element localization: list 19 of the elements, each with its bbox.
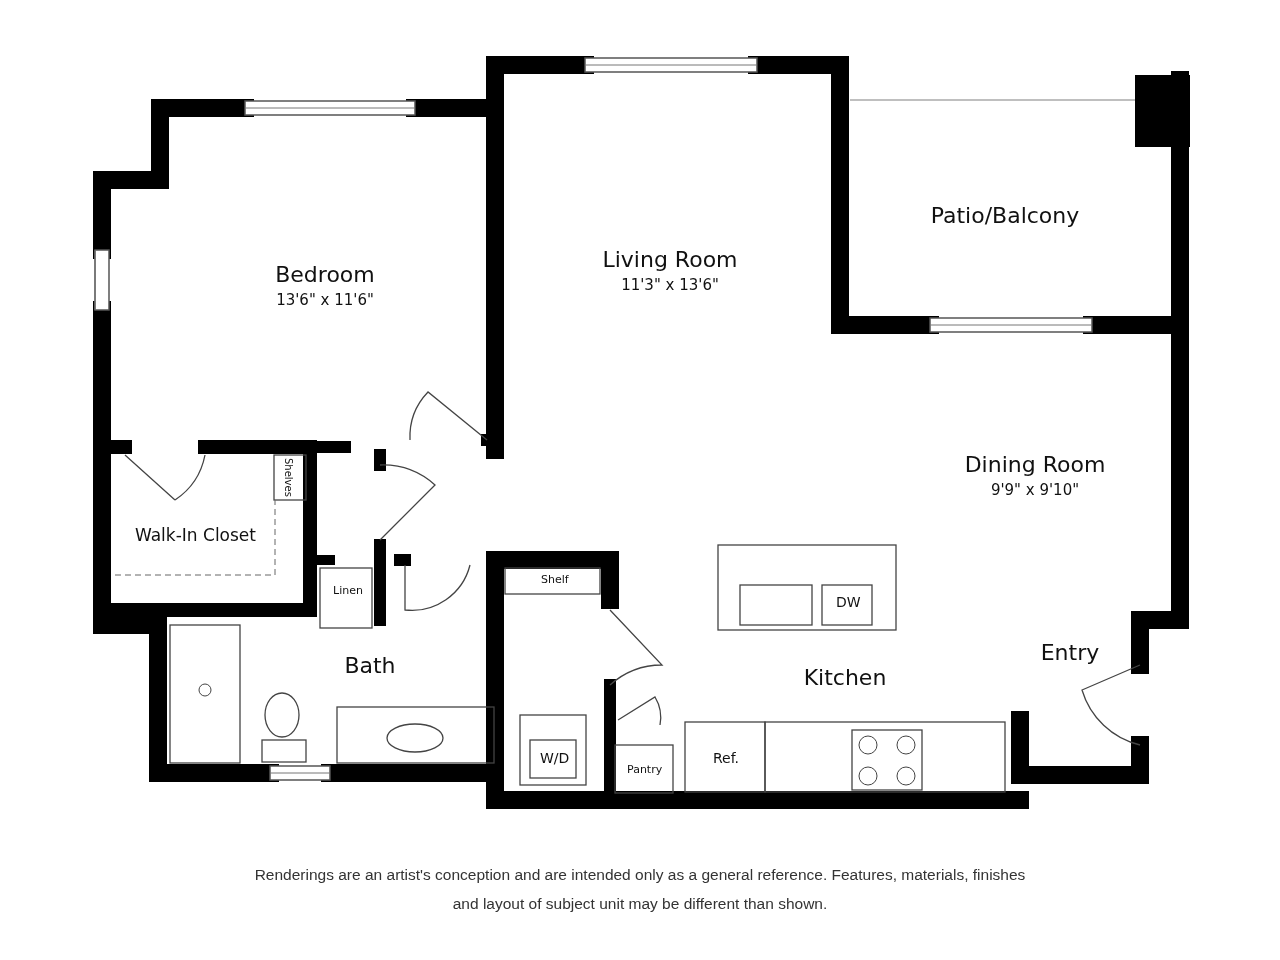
room-name: Dining Room (964, 451, 1106, 477)
room-name: Walk-In Closet (135, 525, 256, 545)
room-name: Bedroom (275, 261, 375, 287)
fixture-label: DW (836, 594, 861, 610)
fixture-label: Shelf (541, 573, 569, 586)
fixture-label: Ref. (713, 750, 740, 766)
fixture-label: Pantry (627, 763, 663, 776)
fixture-label: Linen (333, 584, 363, 597)
fixture-label: Shelves (283, 458, 294, 497)
room-dimensions: 11'3" x 13'6" (621, 275, 719, 294)
disclaimer-caption: Renderings are an artist's conception and are intended only as a general reference. Features, materials, finishes and layout of subject unit may be different than shown. (253, 865, 1027, 914)
room-name: Kitchen (803, 665, 887, 690)
room-name: Entry (1040, 640, 1100, 665)
room-name: Patio/Balcony (930, 202, 1080, 228)
room-dimensions: 13'6" x 11'6" (276, 290, 374, 309)
fixture-label: W/D (540, 750, 570, 766)
room-name: Living Room (602, 246, 738, 272)
room-name: Bath (344, 652, 396, 678)
room-dimensions: 9'9" x 9'10" (990, 480, 1080, 499)
